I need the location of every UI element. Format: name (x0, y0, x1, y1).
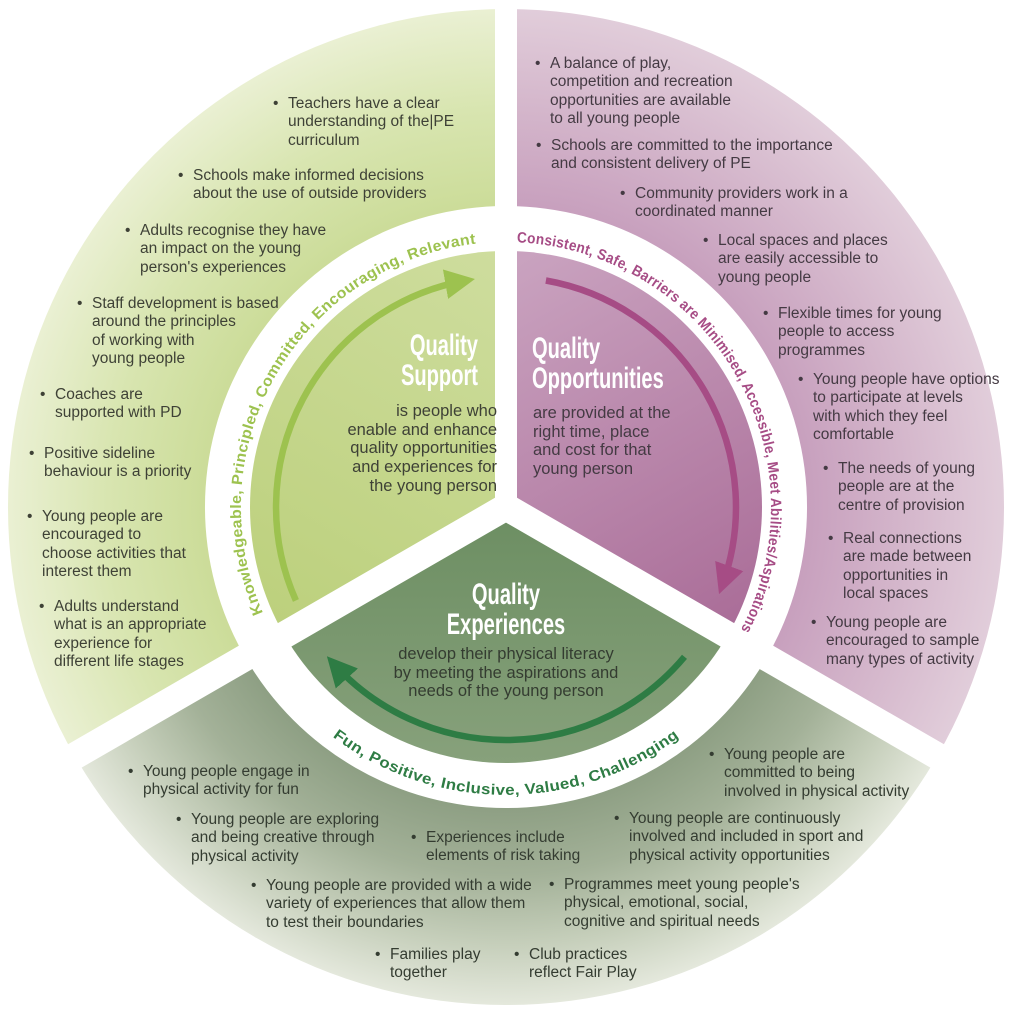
opportunities-arrow (545, 277, 744, 595)
experiences-arrow (326, 654, 687, 744)
support-arrow (272, 269, 475, 602)
opportunities-outer-sector (506, 8, 1005, 756)
divider-lower-left (42, 493, 520, 781)
divider-lower-right (492, 493, 970, 781)
experiences-outer-sector (74, 657, 938, 1006)
experiences-inner-wedge (284, 507, 728, 763)
support-outer-sector (7, 9, 506, 756)
